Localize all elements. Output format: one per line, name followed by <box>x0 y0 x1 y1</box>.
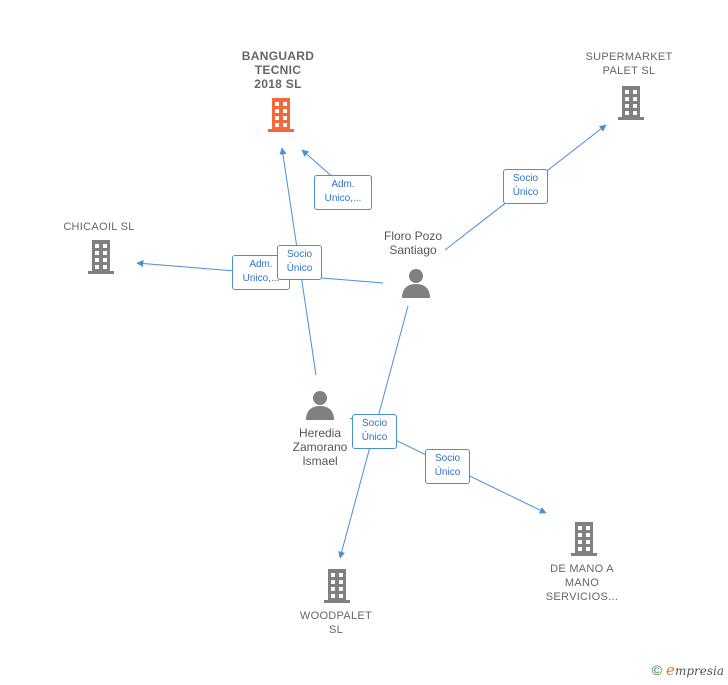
node-label-demano[interactable]: DE MANO A MANO SERVICIOS... <box>545 563 619 603</box>
copyright-icon: © <box>651 662 663 678</box>
node-label-floro[interactable]: Floro Pozo Santiago <box>383 229 443 257</box>
building-icon[interactable] <box>324 569 350 603</box>
building-icon[interactable] <box>618 86 644 120</box>
building-icon[interactable] <box>88 240 114 274</box>
brand-logo: mpresia <box>674 664 724 678</box>
node-label-banguard[interactable]: BANGUARD TECNIC 2018 SL <box>241 49 315 91</box>
node-label-chicaoil[interactable]: CHICAOIL SL <box>63 221 135 233</box>
edge-label-socio-chicaoil[interactable]: Socio Único <box>277 245 322 280</box>
edge-label-socio-woodpalet[interactable]: Socio Único <box>352 414 397 449</box>
node-label-woodpalet[interactable]: WOODPALET SL <box>299 610 373 636</box>
building-icon[interactable] <box>571 522 597 556</box>
footer-brand: ©empresia <box>652 661 724 679</box>
brand-initial: e <box>666 661 675 679</box>
building-icon[interactable] <box>266 98 296 132</box>
edge-label-socio-supermarket[interactable]: Socio Único <box>503 169 548 204</box>
edge-label-adm-banguard[interactable]: Adm. Unico,... <box>314 175 372 210</box>
node-label-supermarket[interactable]: SUPERMARKET PALET SL <box>585 51 673 77</box>
edge-label-socio-demano[interactable]: Socio Único <box>425 449 470 484</box>
node-label-heredia[interactable]: Heredia Zamorano Ismael <box>292 426 348 468</box>
person-icon[interactable] <box>402 269 430 298</box>
person-icon[interactable] <box>306 391 334 420</box>
